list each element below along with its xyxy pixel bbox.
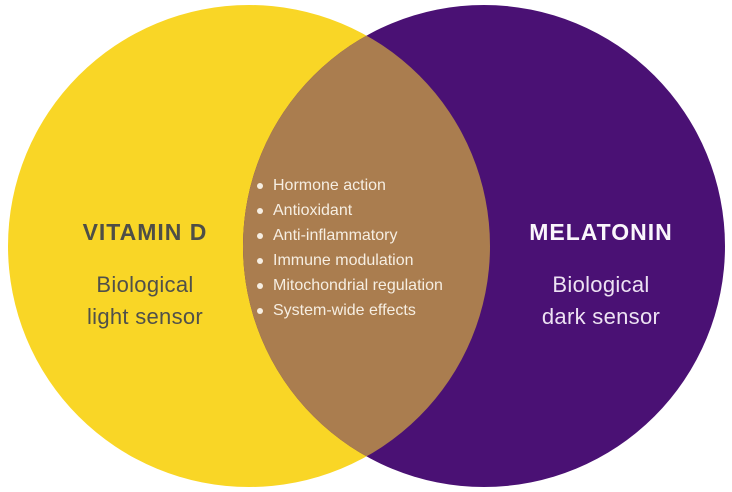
melatonin-subtitle: Biological dark sensor [481, 269, 721, 333]
bullet-icon [257, 182, 263, 189]
list-item: Anti-inflammatory [257, 223, 443, 248]
list-item-label: Anti-inflammatory [273, 227, 398, 244]
bullet-icon [257, 307, 263, 314]
list-item: Antioxidant [257, 198, 443, 223]
melatonin-subtitle-line1: Biological [552, 272, 650, 297]
list-item: Mitochondrial regulation [257, 273, 443, 298]
intersection-list: Hormone action Antioxidant Anti-inflamma… [257, 173, 443, 323]
list-item-label: Antioxidant [273, 202, 353, 219]
bullet-icon [257, 257, 263, 264]
vitamin-d-subtitle-line2: light sensor [86, 304, 204, 329]
list-item: Hormone action [257, 173, 443, 198]
list-item-label: Immune modulation [273, 252, 414, 269]
vitamin-d-subtitle-line1: Biological [96, 272, 194, 297]
melatonin-label-block: MELATONIN Biological dark sensor [481, 219, 721, 333]
vitamin-d-subtitle: Biological light sensor [35, 269, 255, 333]
list-item: System-wide effects [257, 298, 443, 323]
intersection-lens [243, 5, 490, 487]
list-item-label: Mitochondrial regulation [273, 277, 443, 294]
melatonin-title: MELATONIN [529, 219, 673, 245]
bullet-icon [257, 282, 263, 289]
vitamin-d-title: VITAMIN D [82, 219, 208, 245]
list-item-label: Hormone action [273, 177, 386, 194]
list-item-label: System-wide effects [273, 302, 416, 319]
list-item: Immune modulation [257, 248, 443, 273]
vitamin-d-label-block: VITAMIN D Biological light sensor [35, 219, 255, 333]
bullet-icon [257, 232, 263, 239]
bullet-icon [257, 207, 263, 214]
melatonin-subtitle-line2: dark sensor [541, 304, 661, 329]
